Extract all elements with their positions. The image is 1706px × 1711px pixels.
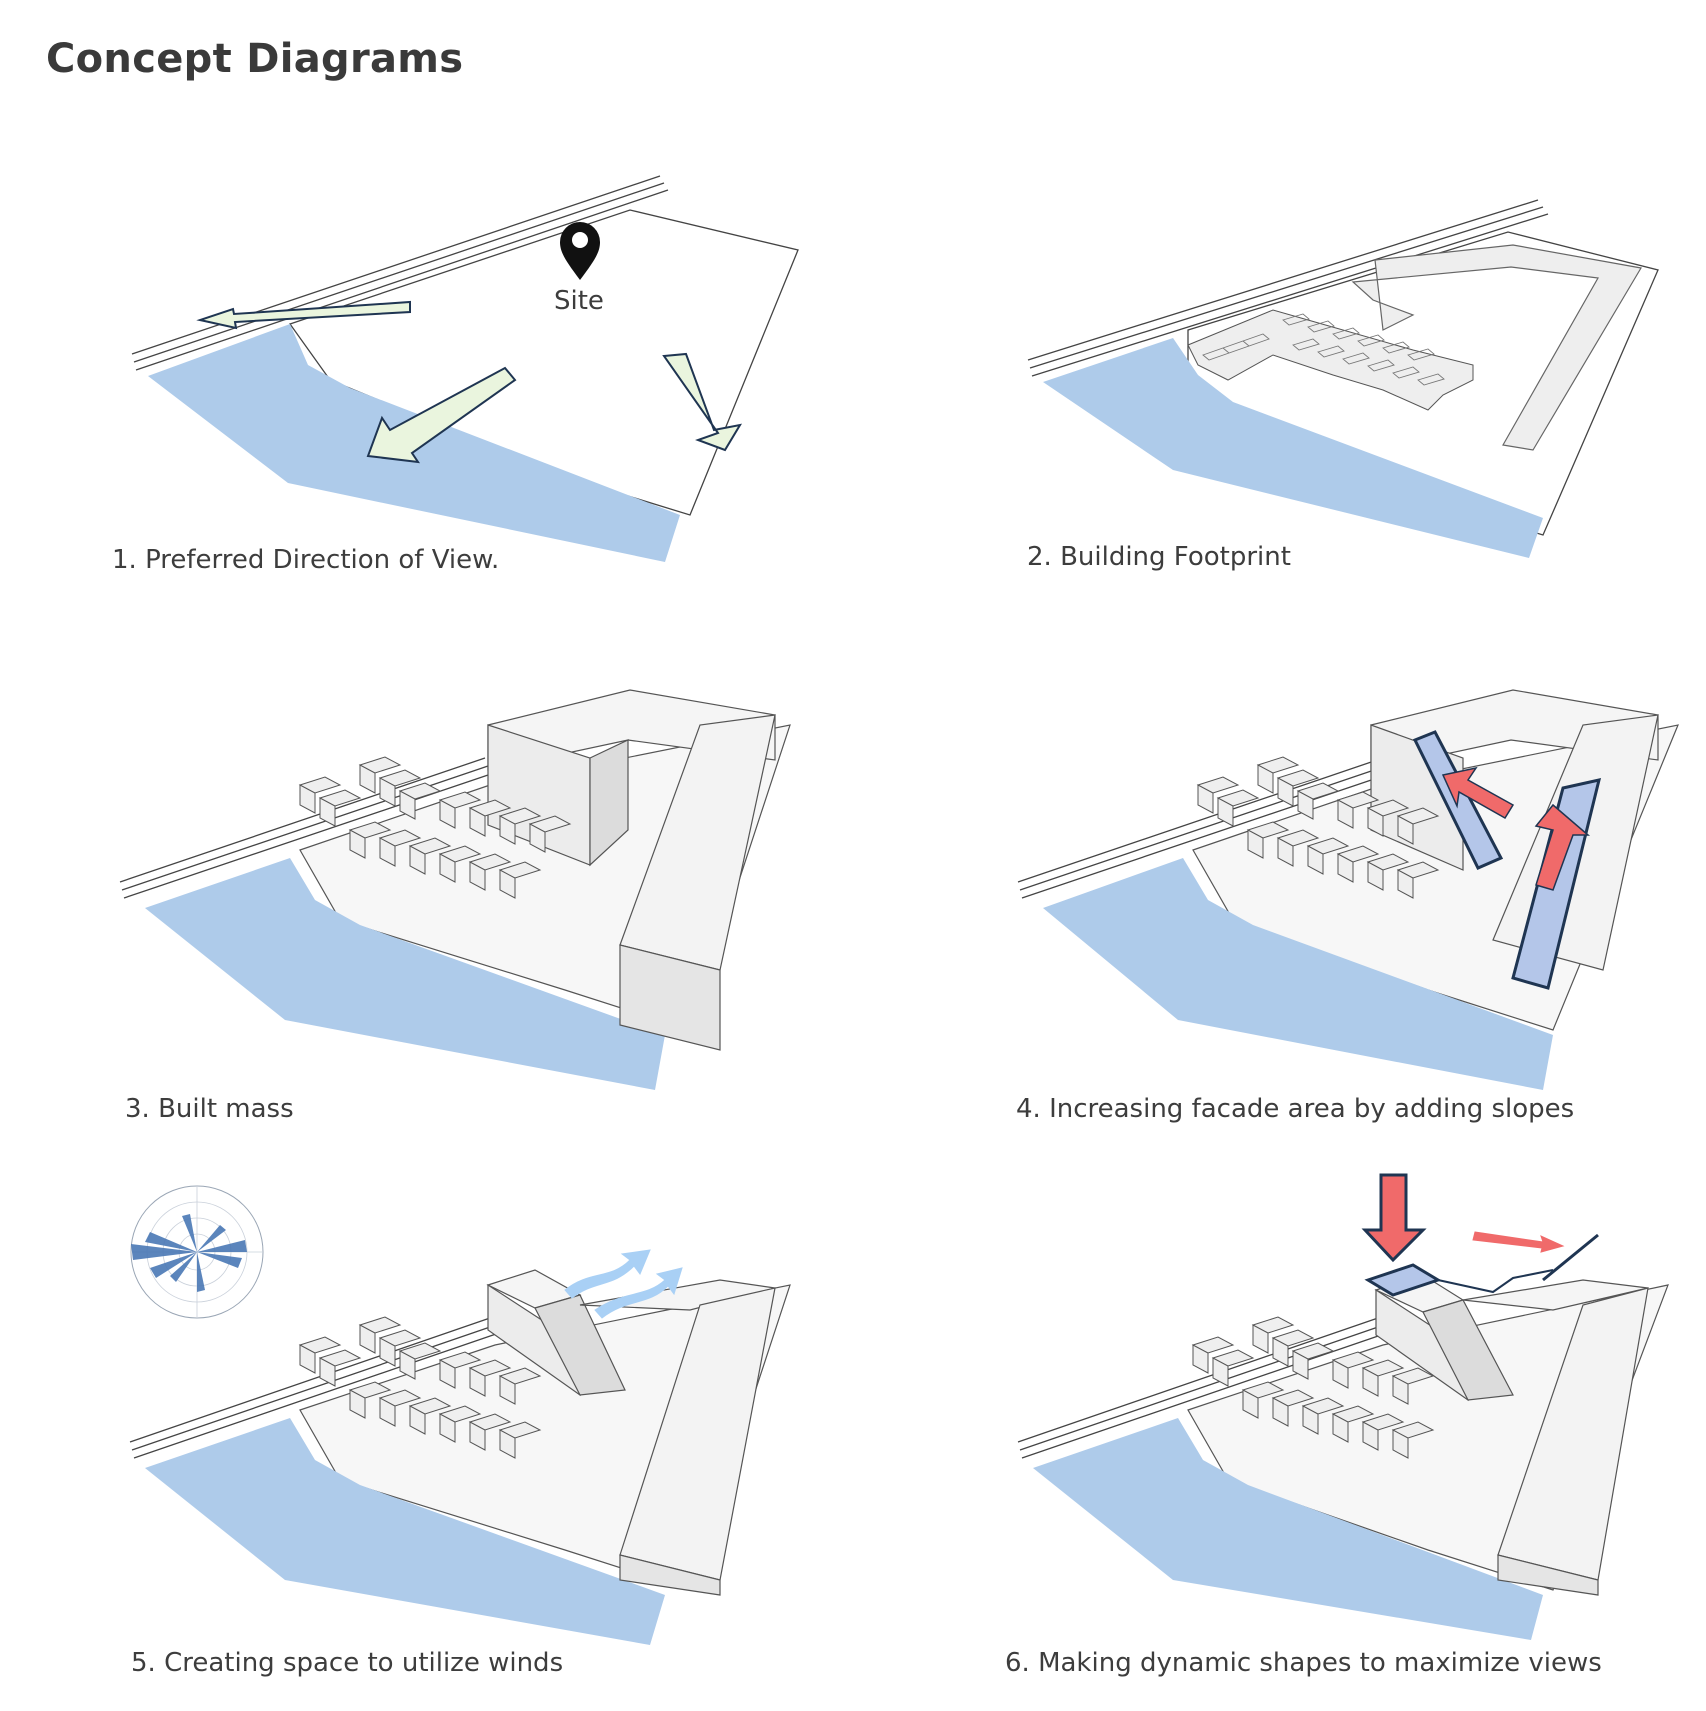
wind-arrows xyxy=(564,1249,683,1319)
panel-1: Site 1. Preferred Direction of View. xyxy=(0,150,853,590)
red-arrow-upleft xyxy=(1441,766,1515,820)
view-arrow-west xyxy=(196,300,411,330)
view-arrow-southwest xyxy=(366,366,517,464)
panel-3: 3. Built mass xyxy=(0,640,853,1124)
water-body xyxy=(1043,338,1543,558)
roof-edge-line-right xyxy=(1542,1233,1599,1282)
red-arrow-right xyxy=(1472,1231,1565,1253)
view-arrow-south xyxy=(662,352,743,452)
panel-5-caption: 5. Creating space to utilize winds xyxy=(131,1648,564,1678)
red-arrow-up xyxy=(1534,803,1591,891)
panel-4-caption: 4. Increasing facade area by adding slop… xyxy=(1016,1094,1575,1124)
tower-footprint xyxy=(1351,244,1642,451)
c-shaped-tower xyxy=(487,689,776,1051)
wind-rose-icon xyxy=(130,1185,264,1319)
site-diagram-view-direction xyxy=(131,175,799,562)
villa-blocks xyxy=(298,1316,542,1459)
panel-1-caption: 1. Preferred Direction of View. xyxy=(112,545,500,575)
built-mass-diagram xyxy=(119,689,791,1090)
red-arrow-down xyxy=(1361,1173,1427,1263)
location-pin-icon xyxy=(560,222,600,280)
facade-slopes-diagram xyxy=(1017,689,1679,1090)
wind-space-diagram xyxy=(129,1185,791,1645)
water-body xyxy=(1033,1418,1543,1640)
panel-4: 4. Increasing facade area by adding slop… xyxy=(853,640,1706,1124)
site-label: Site xyxy=(554,286,604,316)
villa-blocks xyxy=(298,756,572,899)
water-body xyxy=(1043,858,1553,1090)
panel-2: 2. Building Footprint xyxy=(853,150,1706,590)
panel-3-caption: 3. Built mass xyxy=(125,1094,294,1124)
dynamic-shapes-diagram xyxy=(1017,1173,1669,1640)
villa-blocks xyxy=(1191,1316,1435,1459)
page-title: Concept Diagrams xyxy=(46,36,464,82)
panel-6-caption: 6. Making dynamic shapes to maximize vie… xyxy=(1005,1648,1602,1678)
panel-5: 5. Creating space to utilize winds xyxy=(0,1170,853,1678)
water-body xyxy=(145,1418,665,1645)
water-body xyxy=(145,858,665,1090)
sloped-tower-blocks xyxy=(1374,1274,1649,1596)
roof-edge-line xyxy=(1437,1269,1554,1294)
panel-6: 6. Making dynamic shapes to maximize vie… xyxy=(853,1170,1706,1678)
panel-2-caption: 2. Building Footprint xyxy=(1027,542,1291,572)
villa-blocks xyxy=(1196,756,1440,899)
building-footprint-diagram xyxy=(1027,199,1659,558)
villa-plot-grid xyxy=(1202,313,1445,386)
